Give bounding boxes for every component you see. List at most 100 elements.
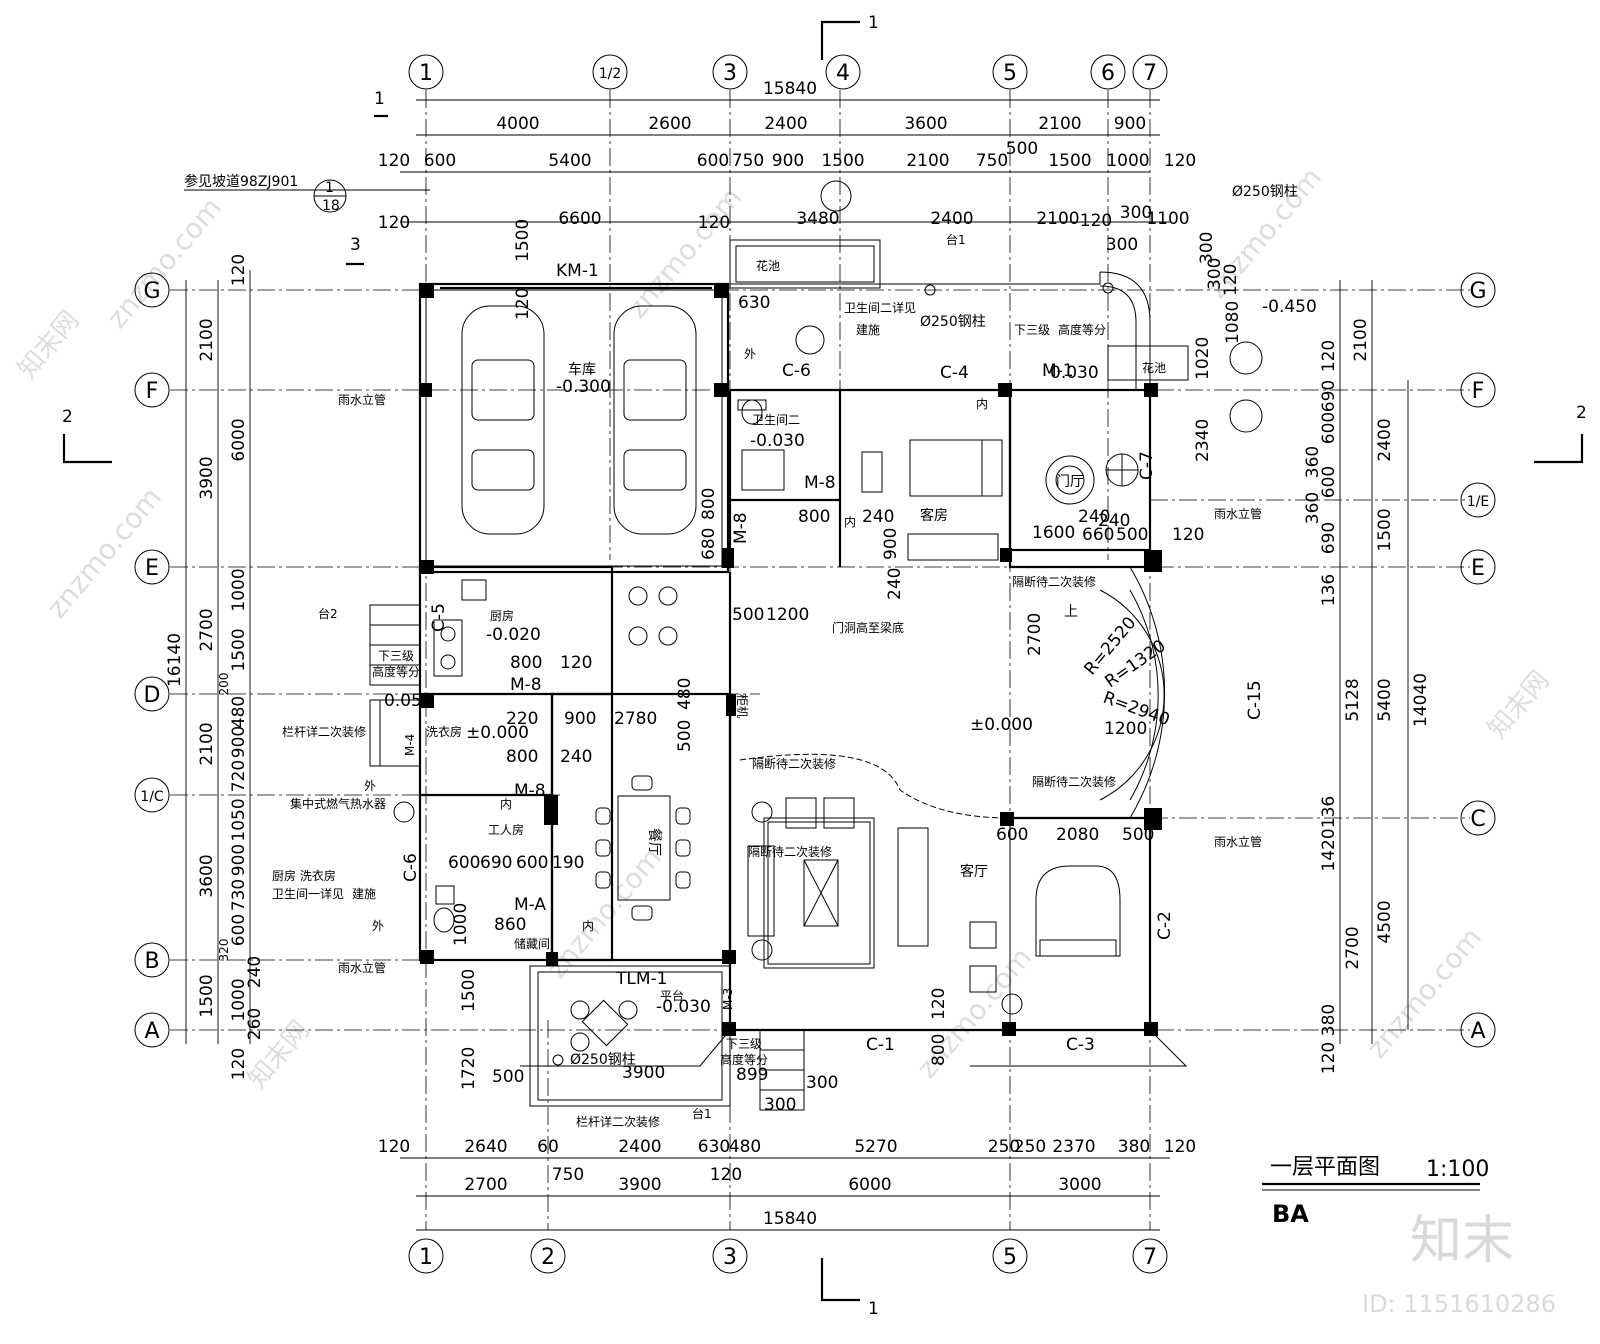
svg-text:C-6: C-6 (782, 361, 811, 381)
svg-text:1500: 1500 (821, 151, 864, 171)
car-icon (461, 305, 545, 535)
svg-text:C-5: C-5 (429, 603, 449, 632)
svg-text:600: 600 (996, 825, 1028, 845)
annotation-labels: 参见坡道98ZJ901 1 18 Ø250钢柱 Ø250钢柱 Ø250钢柱 下三… (184, 173, 1298, 1129)
axis-label-7: 7 (1143, 61, 1157, 86)
left-axis-bubbles: G F E D 1/C B A (134, 272, 170, 1048)
axis-label-6: 6 (1101, 61, 1115, 86)
dim-total-right: 14040 (1411, 673, 1431, 727)
left-dimensions: 16140 3900 2700 2100 3600 1500 2100 6000… (165, 254, 265, 1080)
axis-label-1-C: 1/C (140, 789, 164, 805)
axis-label-1: 1 (419, 1245, 433, 1270)
svg-text:900: 900 (564, 709, 596, 729)
section-2-left: 2 (62, 407, 73, 427)
svg-text:1420: 1420 (1319, 828, 1339, 871)
svg-text:300: 300 (1197, 232, 1217, 264)
watermark-text: znzmo.com (100, 191, 228, 335)
svg-text:600: 600 (697, 151, 729, 171)
svg-text:M-8: M-8 (731, 512, 751, 544)
walls (369, 239, 1189, 1111)
svg-text:120: 120 (698, 213, 730, 233)
room-foyer: 门厅 (1056, 474, 1084, 490)
watermark-cn: 知末网 (1482, 665, 1555, 744)
svg-text:2100: 2100 (906, 151, 949, 171)
svg-text:660: 660 (1082, 525, 1114, 545)
svg-text:630: 630 (698, 1137, 730, 1157)
svg-text:外: 外 (364, 779, 376, 793)
svg-text:680: 680 (699, 528, 719, 560)
svg-text:内: 内 (844, 515, 856, 529)
svg-text:2400: 2400 (764, 114, 807, 134)
svg-text:500: 500 (492, 1067, 524, 1087)
svg-text:2100: 2100 (197, 722, 217, 765)
dim-bottom-row-1: 120 2640 60 2400 630 480 5270 250 250 23… (378, 1137, 1196, 1157)
axis-label-5: 5 (1003, 61, 1017, 86)
svg-text:Ø250钢柱: Ø250钢柱 (1232, 184, 1298, 200)
svg-text:外: 外 (744, 347, 756, 361)
svg-text:300: 300 (764, 1095, 796, 1115)
svg-text:690: 690 (1319, 522, 1339, 554)
svg-text:240: 240 (862, 507, 894, 527)
section-1-top: 1 (868, 13, 879, 33)
stools-icon (628, 586, 678, 646)
svg-text:2780: 2780 (614, 709, 657, 729)
axis-label-F: F (1472, 379, 1485, 404)
svg-text:隔断待二次装修: 隔断待二次装修 (1032, 774, 1116, 789)
svg-text:750: 750 (732, 151, 764, 171)
svg-text:3600: 3600 (904, 114, 947, 134)
svg-text:600: 600 (229, 914, 249, 946)
svg-text:600: 600 (516, 853, 548, 873)
svg-text:1500: 1500 (513, 219, 533, 262)
room-storage: 储藏间 (514, 936, 550, 951)
svg-text:200: 200 (217, 673, 231, 696)
label-cabinet: 柜机 (735, 694, 749, 718)
axis-label-D: D (144, 683, 161, 708)
svg-text:卫生间一详见: 卫生间一详见 (272, 886, 344, 901)
svg-text:栏杆详二次装修: 栏杆详二次装修 (282, 724, 366, 739)
svg-text:雨水立管: 雨水立管 (338, 960, 386, 975)
svg-text:860: 860 (494, 915, 526, 935)
foyer-rosette-icon (1045, 455, 1095, 505)
svg-text:3900: 3900 (622, 1063, 665, 1083)
drawing-title: 一层平面图 (1270, 1155, 1380, 1180)
svg-text:雨水立管: 雨水立管 (1214, 834, 1262, 849)
room-guest: 客房 (920, 507, 948, 524)
svg-text:260: 260 (245, 1008, 265, 1040)
svg-text:建施: 建施 (352, 887, 376, 901)
svg-text:隔断待二次装修: 隔断待二次装修 (1012, 574, 1096, 589)
svg-text:1500: 1500 (229, 628, 249, 671)
dim-row-3: 120 6600 120 3480 2400 2100 120 300 1100… (378, 203, 1190, 255)
svg-text:690: 690 (1319, 380, 1339, 412)
svg-text:480: 480 (675, 678, 695, 710)
svg-text:2700: 2700 (1025, 613, 1045, 656)
section-markers: 1 1 2 2 1 3 (62, 13, 1587, 1319)
dim-bottom-row-2: 2700 750 3900 120 6000 3000 (464, 1165, 1101, 1195)
svg-text:1000: 1000 (229, 568, 249, 611)
level-outside: -0.450 (1262, 297, 1317, 317)
svg-text:1720: 1720 (459, 1047, 479, 1090)
svg-text:300: 300 (1120, 203, 1152, 223)
sofa-set-icon (747, 797, 1023, 1015)
svg-text:120: 120 (710, 1165, 742, 1185)
dim-row-2: 120 600 5400 600 750 900 1500 2100 750 5… (378, 139, 1196, 171)
svg-text:内: 内 (582, 919, 594, 933)
watermark-cn: 知末网 (12, 305, 85, 384)
section-1-bottom: 1 (868, 1299, 879, 1319)
svg-text:120: 120 (1080, 211, 1112, 231)
svg-text:6000: 6000 (229, 418, 249, 461)
axis-label-G: G (1469, 279, 1486, 304)
svg-text:3900: 3900 (618, 1175, 661, 1195)
axis-label-1: 1 (419, 61, 433, 86)
svg-text:外: 外 (372, 919, 384, 933)
section-1-mark: 1 (374, 89, 385, 109)
svg-text:0.05: 0.05 (384, 691, 422, 711)
svg-text:M-8: M-8 (514, 781, 546, 801)
svg-text:240: 240 (245, 956, 265, 988)
svg-text:M-A: M-A (514, 895, 546, 915)
outdoor-table-icon (570, 999, 638, 1052)
svg-text:600: 600 (424, 151, 456, 171)
axis-label-A: A (144, 1019, 159, 1044)
svg-text:集中式燃气热水器: 集中式燃气热水器 (290, 796, 386, 811)
svg-text:1: 1 (325, 180, 334, 196)
svg-text:720: 720 (229, 760, 249, 792)
